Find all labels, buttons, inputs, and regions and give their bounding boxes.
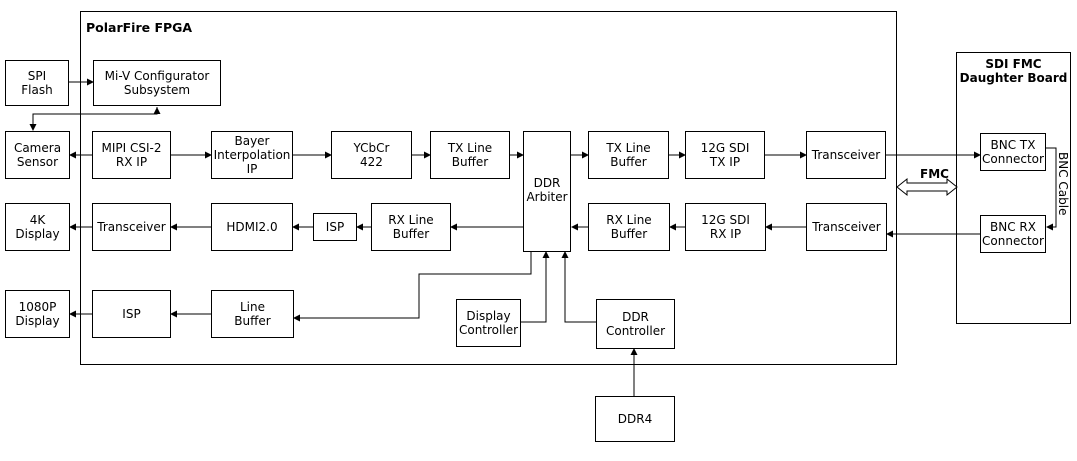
fpga-region <box>80 11 897 365</box>
line-buffer-block: Line Buffer <box>211 290 294 338</box>
wire-bnc-cable <box>1046 147 1057 231</box>
mipi-csi2-rx-block: MIPI CSI-2 RX IP <box>92 131 171 179</box>
display-1080p-block: 1080P Display <box>5 290 70 338</box>
tx-line-buffer-2-block: TX Line Buffer <box>588 131 669 179</box>
wire-ddr-to-linebuffer <box>293 252 532 322</box>
fmc-label: FMC <box>920 167 949 181</box>
tx-line-buffer-1-block: TX Line Buffer <box>430 131 510 179</box>
daughter-board-title: SDI FMC Daughter Board <box>959 57 1068 85</box>
display-controller-block: Display Controller <box>456 299 521 347</box>
bnc-tx-connector-block: BNC TX Connector <box>980 133 1046 171</box>
rx-line-buffer-2-block: RX Line Buffer <box>588 203 670 251</box>
sdi-12g-rx-block: 12G SDI RX IP <box>685 203 766 251</box>
isp-1-block: ISP <box>313 213 357 241</box>
sdi-12g-tx-block: 12G SDI TX IP <box>685 131 765 179</box>
bnc-cable-label: BNC Cable <box>1056 152 1070 216</box>
bayer-interpolation-block: Bayer Interpolation IP <box>211 131 293 179</box>
rx-line-buffer-1-block: RX Line Buffer <box>371 203 451 251</box>
transceiver-hdmi-block: Transceiver <box>92 203 171 251</box>
ddr-controller-block: DDR Controller <box>596 299 675 349</box>
daughter-board-region <box>956 52 1071 324</box>
hdmi-block: HDMI2.0 <box>211 203 293 251</box>
ddr-arbiter-block: DDR Arbiter <box>523 131 571 252</box>
fmc-double-arrow <box>896 177 958 197</box>
miv-configurator-block: Mi-V Configurator Subsystem <box>93 60 221 106</box>
transceiver-tx-block: Transceiver <box>806 131 886 179</box>
ddr4-block: DDR4 <box>595 396 675 442</box>
wire-dispctrl-to-ddr <box>521 251 550 323</box>
transceiver-rx-block: Transceiver <box>806 203 887 251</box>
display-4k-block: 4K Display <box>5 203 70 251</box>
camera-sensor-block: Camera Sensor <box>5 131 70 179</box>
wire-ddrctrl-to-ddr <box>561 251 596 323</box>
isp-2-block: ISP <box>92 290 171 338</box>
spi-flash-block: SPI Flash <box>5 60 69 106</box>
ycbcr-block: YCbCr 422 <box>331 131 412 179</box>
fpga-title: PolarFire FPGA <box>86 20 193 35</box>
bnc-rx-connector-block: BNC RX Connector <box>980 215 1046 253</box>
